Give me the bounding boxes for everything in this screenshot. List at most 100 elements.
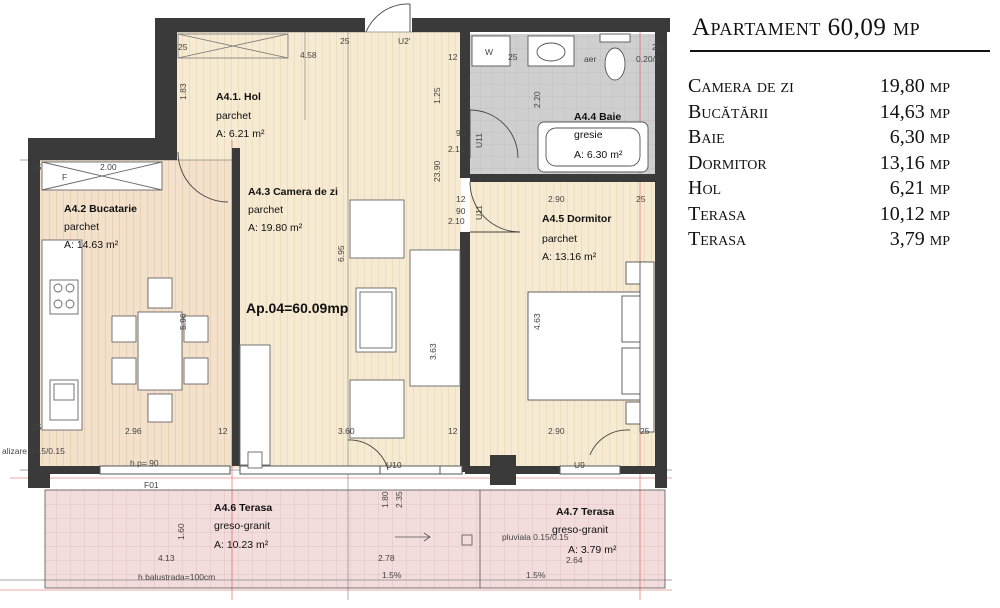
dim-2-90-top: 2.90 — [548, 194, 565, 204]
hol-closet — [177, 33, 289, 59]
dim-12-b: 12 — [218, 426, 228, 436]
dim-25-a: 25 — [340, 36, 350, 46]
hol-name: A4.1. Hol — [216, 91, 261, 103]
camera-floor-label: parchet — [248, 204, 283, 216]
terasa2-area: A: 3.79 m² — [568, 544, 617, 556]
dining-table — [111, 277, 209, 423]
dim-4-63: 4.63 — [532, 313, 542, 330]
area-row: Baie 6,30 mp — [688, 126, 950, 152]
terrace-outline — [44, 489, 666, 589]
dim-6-95: 6.95 — [336, 245, 346, 262]
label-aer-value: 0.20/0 — [636, 54, 660, 64]
dim-5-96: 5.96 — [178, 313, 188, 330]
area-row: Camera de zi 19,80 mp — [688, 75, 950, 101]
area-row-name: Camera de zi — [688, 75, 794, 97]
dim-3-60: 3.60 — [338, 426, 355, 436]
room-labels: A4.1. Hol parchet A: 6.21 m² A4.2 Bucata… — [64, 91, 623, 556]
area-row-value: 14,63 mp — [879, 100, 950, 123]
label-f: F — [62, 172, 67, 182]
dim-3-63: 3.63 — [428, 343, 438, 360]
area-row-name: Baie — [688, 126, 725, 148]
dim-u9: U9 — [574, 460, 585, 470]
terasa1-name: A4.6 Terasa — [214, 502, 272, 514]
area-row-value: 10,12 mp — [879, 202, 950, 225]
area-row-name: Terasa — [688, 228, 747, 250]
dim-u2: U2' — [398, 36, 411, 46]
baie-area: A: 6.30 m² — [574, 149, 623, 161]
kitchen-counter — [41, 161, 163, 431]
area-row-value: 6,21 mp — [889, 177, 950, 199]
terasa1-area: A: 10.23 m² — [214, 539, 269, 551]
bucatarie-floor-label: parchet — [64, 221, 99, 233]
dim-2-00: 2.00 — [100, 162, 117, 172]
area-row: Terasa 10,12 mp — [688, 203, 950, 229]
terasa2-name: A4.7 Terasa — [556, 506, 614, 518]
dim-25-b: 25 — [32, 162, 42, 172]
terasa2-floor-label: greso-granit — [552, 524, 608, 536]
dormitor-area: A: 13.16 m² — [542, 251, 597, 263]
bucatarie-area: A: 14.63 m² — [64, 239, 119, 251]
baie-name: A4.4 Baie — [574, 111, 621, 123]
dim-2-10-a: 2.10 — [448, 144, 465, 154]
dim-12-c: 12 — [448, 426, 458, 436]
hol-floor-label: parchet — [216, 110, 251, 122]
dim-90-a: 90 — [456, 128, 466, 138]
area-row-name: Dormitor — [688, 151, 767, 174]
dim-4-13: 4.13 — [158, 553, 175, 563]
label-w: W — [485, 47, 493, 57]
doors — [177, 3, 631, 471]
camera-area: A: 19.80 m² — [248, 222, 303, 234]
apartment-title: Apartament 60,09 mp — [692, 14, 921, 41]
area-row-value: 6,30 mp — [889, 126, 950, 148]
area-row-value: 3,79 mp — [889, 228, 950, 250]
apartment-area-label: Ap.04=60.09mp — [246, 300, 348, 316]
area-list: Camera de zi 19,80 mp Bucătării 14,63 mp B… — [688, 75, 950, 254]
dim-25-g: 25 — [178, 42, 188, 52]
dim-25-c: 25 — [32, 422, 42, 432]
dim-2-96: 2.96 — [125, 426, 142, 436]
dim-2-64: 2.64 — [566, 555, 583, 565]
dim-25-e: 25 — [640, 426, 650, 436]
area-row-name: Bucătării — [688, 100, 769, 123]
area-row-name: Terasa — [688, 202, 747, 225]
dim-1-60: 1.60 — [176, 523, 186, 540]
dim-12-a: 12 — [448, 52, 458, 62]
floor-plan: A4.1. Hol parchet A: 6.21 m² A4.2 Bucata… — [0, 3, 672, 600]
baie-floor-label: gresie — [574, 129, 603, 141]
dim-2-20: 2.20 — [532, 91, 542, 108]
dim-4-58: 4.58 — [300, 50, 317, 60]
dim-u10: U10 — [386, 460, 402, 470]
label-alizare: alizare 0.15/0.15 — [2, 446, 65, 456]
dim-23-90: 23.90 — [432, 160, 442, 182]
dim-1-83: 1.83 — [178, 83, 188, 100]
walls — [28, 18, 670, 488]
terasa1-floor-label: greso-granit — [214, 520, 270, 532]
dim-12-d: 12 — [456, 194, 466, 204]
windows — [99, 465, 621, 475]
camera-name: A4.3 Camera de zi — [248, 186, 338, 198]
dim-2-10-b: 2.10 — [448, 216, 465, 226]
hol-area: A: 6.21 m² — [216, 128, 265, 140]
dim-u11-a: U11 — [474, 133, 484, 148]
area-summary-panel: Apartament 60,09 mp Camera de zi 19,80 mp… — [680, 0, 1000, 608]
label-hp: h.p= 90 — [130, 458, 159, 468]
label-aer: aer — [584, 54, 596, 64]
label-f01: F01 — [144, 480, 159, 490]
title-divider — [690, 50, 990, 52]
living-furniture — [239, 199, 461, 469]
dim-90-b: 90 — [456, 206, 466, 216]
label-balustrada: h.balustrada=100cm — [138, 572, 215, 582]
bucatarie-name: A4.2 Bucatarie — [64, 203, 137, 215]
dim-2-35: 2.35 — [394, 491, 404, 508]
dormitor-name: A4.5 Dormitor — [542, 213, 611, 225]
label-pluviala: pluviala 0.15/0.15 — [502, 532, 569, 542]
label-slope-2: 1.5% — [526, 570, 546, 580]
area-row: Terasa 3,79 mp — [688, 228, 950, 254]
bed — [527, 261, 655, 433]
dim-25-f: 25 — [508, 52, 518, 62]
dim-25-d: 25 — [636, 194, 646, 204]
area-row: Bucătării 14,63 mp — [688, 101, 950, 127]
area-row-value: 19,80 mp — [879, 75, 950, 97]
